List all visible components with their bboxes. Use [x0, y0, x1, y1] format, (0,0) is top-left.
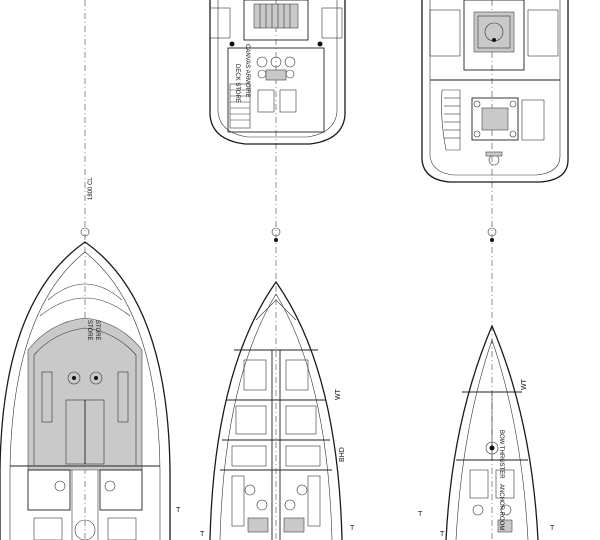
canvas-label: CANVAS ARMOIRE: [244, 44, 250, 98]
deck-note-label: DECK STORE: [234, 64, 240, 103]
store-label-2: STORE: [94, 320, 100, 341]
edge-marker-1: T: [176, 507, 181, 514]
wt-label-right: WT: [521, 378, 528, 390]
anchor-room-label: ANCHOR ROOM: [498, 484, 504, 530]
lower-deck-left: STORE STORE 1800 CL: [0, 177, 171, 540]
lower-deck-mid: WT BHD: [209, 227, 346, 540]
edge-marker-4: T: [550, 525, 555, 532]
centerlines: [84, 0, 493, 540]
edge-marker-2: T: [350, 525, 355, 532]
upper-deck-right: [421, 0, 569, 183]
edge-markers: T T T T T T DECK STORE: [176, 64, 555, 538]
edge-marker-5: T: [200, 531, 205, 538]
lower-deck-right: WT BOW THRUSTER ANCHOR ROOM: [445, 227, 539, 540]
edge-marker-6: T: [440, 531, 445, 538]
edge-marker-3: T: [418, 511, 423, 518]
wt-label-mid: WT: [335, 388, 342, 400]
bhd-label: BHD: [339, 447, 346, 462]
store-label-1: STORE: [86, 320, 92, 341]
bow-thruster-label: BOW THRUSTER: [498, 430, 504, 479]
upper-deck-mid: CANVAS ARMOIRE: [209, 0, 346, 145]
cl-mark-label: 1800 CL: [88, 177, 94, 200]
